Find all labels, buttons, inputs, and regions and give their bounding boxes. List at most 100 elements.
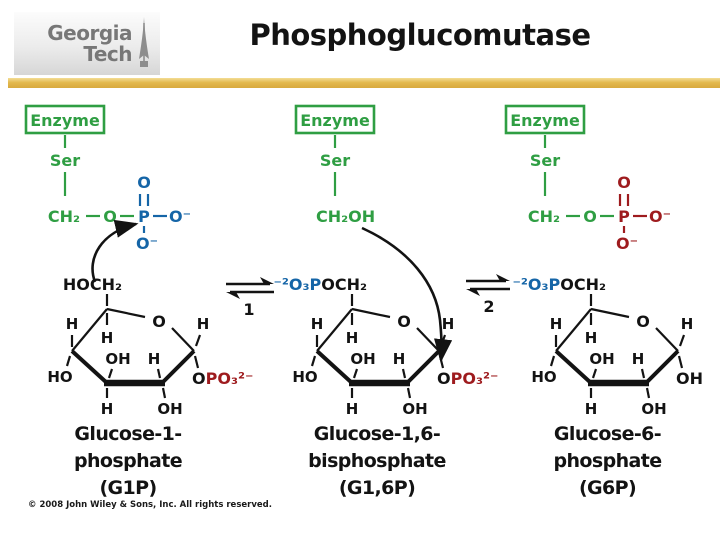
c6-group-label: ⁻²O₃POCH₂ [273, 275, 367, 294]
ch2oh-label: CH₂OH [316, 207, 375, 226]
och2-label: OCH₂ [560, 275, 606, 294]
ch2-label: CH₂ [528, 207, 560, 226]
ch2-label: CH₂ [48, 207, 80, 226]
curved-arrow [91, 219, 139, 283]
phosphate-prefix: ⁻²O₃P [512, 275, 560, 294]
ring-h-label: H [681, 315, 694, 333]
ring-oxygen-label: O [636, 312, 650, 331]
o-minus-right-label: O⁻ [649, 207, 671, 226]
ring-edge [106, 307, 146, 319]
ring-h-label: H [585, 329, 598, 347]
o-minus-right-label: O⁻ [169, 207, 191, 226]
ring-oh-label: OH [589, 350, 614, 368]
ring-ho-label: HO [531, 368, 556, 386]
ring-edge-front [644, 349, 680, 385]
ring-oh-label: OH [350, 350, 375, 368]
ring-h-label: H [632, 350, 645, 368]
harpoon-head [466, 289, 480, 296]
bond [161, 387, 167, 399]
ring-edge-front [554, 349, 593, 385]
ring-oh-label: OH [641, 400, 666, 418]
bond [156, 368, 162, 379]
c1-phosphate: PO₃²⁻ [451, 369, 499, 388]
hoch2-label: HOCH₂ [63, 275, 122, 294]
ring-edge-front [405, 349, 441, 385]
georgia-tech-logo: Georgia Tech [14, 12, 160, 75]
slide-title: Phosphoglucomutase [249, 18, 591, 52]
ring-edge-front [70, 349, 109, 385]
glucose-16-bisphosphate-structure: ⁻²O₃POCH₂ O H H HO OH H H OH H OPO₃²⁻ [273, 275, 498, 418]
ring-h-label: H [393, 350, 406, 368]
c1-oxygen: O [437, 369, 451, 388]
enzyme-box [294, 104, 376, 135]
copyright-notice: © 2008 John Wiley & Sons, Inc. All right… [28, 500, 272, 510]
g6p-name-line2: phosphate [553, 450, 662, 472]
ring-h-label: H [197, 315, 210, 333]
och2-label: OCH₂ [321, 275, 367, 294]
bond [640, 368, 646, 379]
g6p-name-label: Glucose-6- phosphate (G6P) [505, 421, 710, 502]
ring-edge [655, 327, 679, 352]
ser-label: Ser [320, 151, 350, 170]
c1-phosphate: PO₃²⁻ [206, 369, 254, 388]
ser-label: Ser [530, 151, 560, 170]
bond [438, 355, 445, 369]
logo-line-georgia: Georgia [47, 20, 132, 45]
c6-group-label: ⁻²O₃POCH₂ [512, 275, 606, 294]
ring-edge [590, 307, 630, 319]
c1-substituent-label: OH [676, 369, 703, 388]
g1p-name-line2: phosphate [73, 450, 183, 472]
phosphate-prefix: ⁻²O₃P [273, 275, 321, 294]
harpoon-head [260, 277, 274, 284]
ring-oxygen-label: O [152, 312, 166, 331]
c1-substituent-label: OPO₃²⁻ [437, 369, 498, 388]
phosphoryl-transfer-arrow-1 [91, 219, 139, 283]
c1-substituent-label: OPO₃²⁻ [192, 369, 253, 388]
c1-hydroxyl: OH [676, 369, 703, 388]
step-number: 1 [243, 300, 254, 319]
bond [107, 368, 114, 379]
enzyme-serine-phosphate-left: Enzyme Ser CH₂ O P O⁻ O O⁻ [24, 104, 191, 253]
enzyme-serine-phosphate-right: Enzyme Ser CH₂ O P O⁻ O O⁻ [504, 104, 671, 253]
ring-edge [171, 327, 195, 352]
enzyme-serine-free-middle: Enzyme Ser CH₂OH [294, 104, 376, 226]
bond [406, 387, 412, 399]
glucose-6-phosphate-structure: ⁻²O₃POCH₂ O H H HO OH H H OH H OH [512, 275, 703, 418]
o-double-label: O [617, 173, 631, 192]
ring-h-label: H [346, 400, 359, 418]
g16p-name-line1: Glucose-1,6- [313, 423, 441, 445]
g1p-name-line3: (G1P) [99, 477, 157, 499]
harpoon-head [496, 274, 510, 281]
ring-h-label: H [101, 329, 114, 347]
ring-h-label: H [442, 315, 455, 333]
ser-label: Ser [50, 151, 80, 170]
ring-h-label: H [550, 315, 563, 333]
c1-oxygen: O [192, 369, 206, 388]
enzyme-box [24, 104, 106, 135]
phosphorus-label: P [138, 207, 150, 226]
glucose-1-phosphate-structure: HOCH₂ O H H HO OH H H OH H OPO₃²⁻ [47, 275, 253, 418]
ring-oh-label: OH [157, 400, 182, 418]
ring-h-label: H [66, 315, 79, 333]
phosphorus-label: P [618, 207, 630, 226]
equilibrium-arrow-2: 2 [466, 274, 510, 316]
ester-o-label: O [583, 207, 597, 226]
ester-o-label: O [103, 207, 117, 226]
g16p-name-line2: bisphosphate [308, 450, 446, 472]
phosphoryl-transfer-arrow-2 [361, 226, 453, 363]
equilibrium-arrow-1: 1 [226, 277, 274, 319]
ring-h-label: H [148, 350, 161, 368]
ring-edge-front [160, 349, 196, 385]
enzyme-box [504, 104, 586, 135]
divider-bar [8, 78, 720, 88]
bond [401, 368, 407, 379]
ring-h-label: H [311, 315, 324, 333]
c6-group-label: HOCH₂ [63, 275, 122, 294]
enzyme-box-label: Enzyme [300, 111, 370, 130]
ring-h-label: H [585, 400, 598, 418]
ring-edge [351, 307, 391, 319]
enzyme-box-label: Enzyme [30, 111, 100, 130]
ring-oh-label: OH [402, 400, 427, 418]
ring-edge-front [315, 349, 354, 385]
bond [549, 355, 556, 367]
